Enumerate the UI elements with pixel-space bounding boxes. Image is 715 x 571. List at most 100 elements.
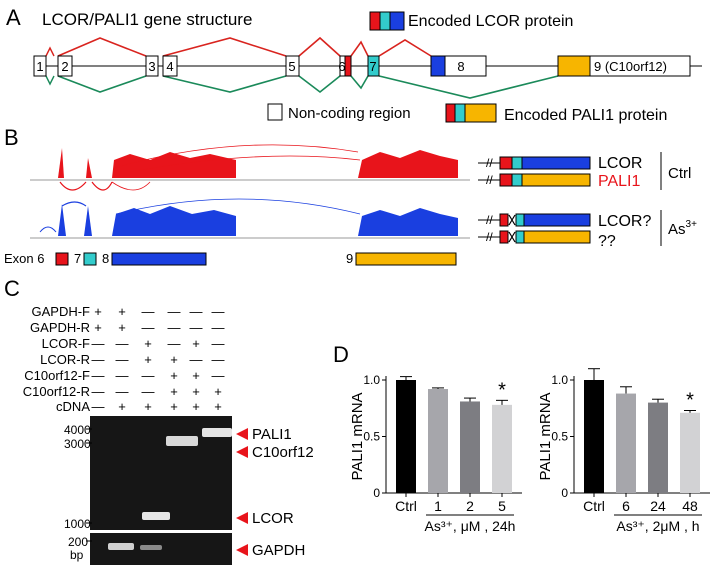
y-tick-label: 0 (561, 486, 568, 500)
y-tick-label: 1.0 (363, 373, 380, 387)
as3-lcor-e6 (499, 213, 509, 227)
as3-junction-c (39, 226, 57, 233)
marker-200: 200 (68, 535, 88, 549)
band-label-c10orf12: C10orf12 (252, 444, 314, 461)
band-lcor-main (142, 512, 170, 520)
exon-7 (367, 55, 380, 77)
as3-peak-exon6 (58, 204, 66, 236)
pcr-sign: + (144, 352, 152, 367)
row-label-lcor-r: LCOR-R (40, 352, 90, 367)
as3-transcripts: // // LCOR? ?? As3+ (478, 210, 697, 250)
as3-label-base: As (668, 221, 686, 238)
ctrl-lcor-e8 (521, 156, 591, 170)
row-label-c10-f: C10orf12-F (24, 368, 90, 383)
exon-1-label: 1 (36, 59, 43, 74)
y-tick-label: 0.5 (551, 430, 568, 444)
x-axis-label: As³⁺, μM , 24h (425, 518, 516, 534)
exon8-key-label: 8 (102, 251, 109, 266)
arrow-lcor (236, 512, 248, 524)
pcr-sign: + (214, 384, 222, 399)
pcr-sign: — (142, 384, 155, 399)
pcr-sign: — (116, 336, 129, 351)
as3-lcor-label: LCOR? (598, 213, 651, 230)
exon-5-label: 5 (288, 59, 295, 74)
marker-3000: 3000 (64, 437, 91, 451)
pcr-sign-grid: ++————++——————+—+———++—————++————+++—+++… (92, 304, 225, 414)
ctrl-pali1-label: PALI1 (598, 173, 641, 190)
arrow-pali1 (236, 428, 248, 440)
significance-mark: * (686, 390, 694, 412)
as3-pali-e6 (499, 230, 509, 244)
red-splice-5 (378, 39, 432, 57)
x-tick-label: 5 (498, 498, 506, 514)
y-tick-label: 1.0 (551, 373, 568, 387)
pcr-row-labels: GAPDH-F GAPDH-R LCOR-F LCOR-R C10orf12-F… (23, 304, 91, 414)
arrow-gapdh (236, 544, 248, 556)
legend-noncoding-label: Non-coding region (288, 105, 411, 122)
exon-3 (145, 55, 159, 77)
as3-lcor-e8 (523, 213, 591, 227)
green-splice-left (45, 75, 55, 86)
ctrl-peak-exon6 (58, 148, 64, 178)
rnaseq-track-ctrl (30, 144, 470, 191)
pcr-sign: + (94, 304, 102, 319)
panel-a-title: LCOR/PALI1 gene structure (42, 10, 252, 29)
pcr-sign: — (116, 352, 129, 367)
pcr-sign: + (94, 320, 102, 335)
pcr-sign: — (168, 320, 181, 335)
as3-lcor-break: // (486, 213, 493, 227)
pcr-sign: — (190, 304, 203, 319)
panel-b: B Exon 6 7 8 (4, 125, 697, 266)
x-tick-label: Ctrl (395, 498, 417, 514)
as3-peak-exon8 (112, 206, 236, 236)
green-splice-4 (350, 75, 369, 90)
exon7-key (83, 252, 97, 266)
as3-lcor-skip (508, 214, 516, 226)
as3-peak-exon9 (358, 208, 458, 236)
y-tick-label: 0 (373, 486, 380, 500)
exon6-key (55, 252, 69, 266)
x-axis-label: As³⁺, 2μM , h (616, 518, 699, 534)
as3-label: As3+ (668, 219, 697, 238)
as3-pali-e9 (523, 230, 591, 244)
arrow-c10orf12 (236, 446, 248, 458)
bar (428, 389, 448, 493)
ctrl-junction-a (59, 181, 87, 191)
ctrl-lcor-e6 (499, 156, 513, 170)
pcr-sign: + (214, 399, 222, 414)
green-splice-5 (378, 75, 559, 99)
ctrl-lcor-e7 (511, 156, 523, 170)
panel-c: C GAPDH-F GAPDH-R LCOR-F LCOR-R C10orf12… (4, 276, 314, 565)
panel-b-letter: B (4, 125, 19, 150)
pcr-sign: + (192, 399, 200, 414)
pcr-sign: + (170, 368, 178, 383)
green-splice-2 (162, 75, 287, 93)
pcr-sign: + (170, 352, 178, 367)
band-c10orf12-main (166, 436, 198, 446)
exon-6-label: 6 (338, 59, 345, 74)
band-gapdh-lane2 (108, 543, 134, 550)
row-label-gapdh-r: GAPDH-R (30, 320, 90, 335)
pcr-sign: — (92, 368, 105, 383)
exon-2-label: 2 (61, 59, 68, 74)
legend-pali1-red (445, 103, 456, 123)
ctrl-pali-e6 (499, 173, 513, 187)
exon8-key (111, 252, 207, 266)
as3-label-sup: 3+ (686, 219, 698, 230)
bar (616, 393, 636, 493)
pcr-sign: + (118, 399, 126, 414)
rnaseq-track-as3 (30, 198, 470, 239)
pcr-sign: + (170, 384, 178, 399)
bar (492, 404, 512, 493)
x-tick-label: 24 (650, 498, 666, 514)
red-splice-3 (298, 36, 341, 57)
pcr-sign: + (192, 368, 200, 383)
ctrl-peak-exon9 (358, 150, 458, 178)
exon-4 (162, 55, 178, 77)
x-tick-label: 48 (682, 498, 698, 514)
pcr-sign: — (190, 320, 203, 335)
exon-9-label: 9 (C10orf12) (594, 59, 667, 74)
exon9-key-label: 9 (346, 251, 353, 266)
